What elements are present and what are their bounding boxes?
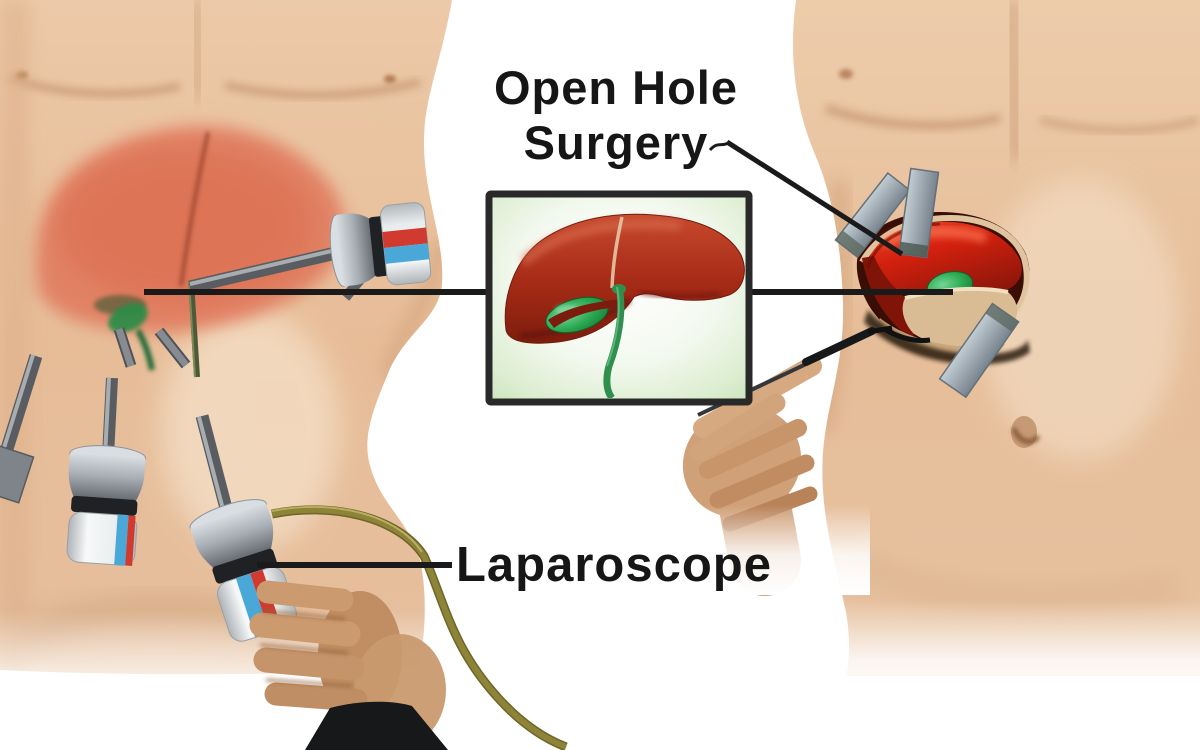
open-surgery-pointer-hook [708, 141, 729, 152]
right-lower-shadow [845, 551, 1182, 609]
ghost-liver [35, 126, 345, 333]
trocar-stripe-red [125, 515, 136, 566]
ghost-gallbladder [94, 295, 155, 371]
laparoscope-annotation: Laparoscope [257, 538, 772, 592]
open-hole-surgery-annotation: Open Hole Surgery [494, 61, 904, 257]
index-finger [693, 356, 822, 438]
trocar-stripe-blue [383, 243, 430, 264]
laparoscope-label: Laparoscope [456, 538, 772, 592]
open-hole-surgery-label-line1: Open Hole [494, 61, 738, 114]
trocar-stripe-blue [114, 514, 129, 566]
trocar-ring [71, 495, 138, 516]
inset-bile-duct [603, 284, 626, 398]
trocar-left-vertical [66, 377, 147, 566]
open-hole-surgery-label-line2: Surgery [524, 116, 709, 169]
retractor-top [898, 167, 940, 259]
right-sternum-shadow [1006, 0, 1022, 161]
left-pec-shadow-2 [224, 78, 422, 100]
inset-gallbladder [545, 296, 627, 334]
retractor-lower-right [938, 302, 1020, 399]
trocar-laparoscope [189, 414, 297, 642]
left-waist-shadow [379, 239, 447, 381]
laparoscopic-instruments [0, 202, 568, 750]
right-pec-shadow-2 [1039, 116, 1200, 135]
right-pec-shadow [824, 103, 1002, 130]
surgeon-hand-left [249, 580, 448, 750]
right-torso-fade [780, 600, 1200, 710]
liver-inset-box [485, 190, 753, 406]
wrist-fade [650, 505, 870, 595]
grasper-tip [884, 327, 931, 343]
incision-skin-rim [859, 214, 1030, 318]
right-belly-highlight [980, 180, 1180, 460]
open-incision [834, 167, 1030, 399]
inset-liver-crease [610, 216, 624, 289]
thumb [690, 393, 786, 462]
trocar-far-left [0, 354, 43, 504]
port-stub-2 [154, 327, 191, 369]
surgeon-hand-right [650, 325, 893, 596]
left-nipple-2 [384, 75, 396, 83]
left-belly-highlight [160, 310, 340, 550]
open-surgery-pointer-line [725, 139, 904, 257]
port-stub-1 [113, 327, 137, 368]
ghost-liver-crease [179, 131, 210, 287]
navel [1011, 416, 1041, 448]
trocar-ring [212, 548, 277, 584]
left-edge-shadow [0, 0, 30, 675]
grasper-rod [188, 280, 200, 378]
laparoscope-cable [271, 505, 568, 750]
trocar-upper [188, 202, 432, 294]
trocar-stripe-red [382, 227, 428, 248]
retractor-upper-left [834, 171, 911, 259]
right-nipple [839, 69, 853, 79]
left-sternum-shadow [191, 0, 204, 101]
surgeon-sleeve [305, 701, 448, 750]
